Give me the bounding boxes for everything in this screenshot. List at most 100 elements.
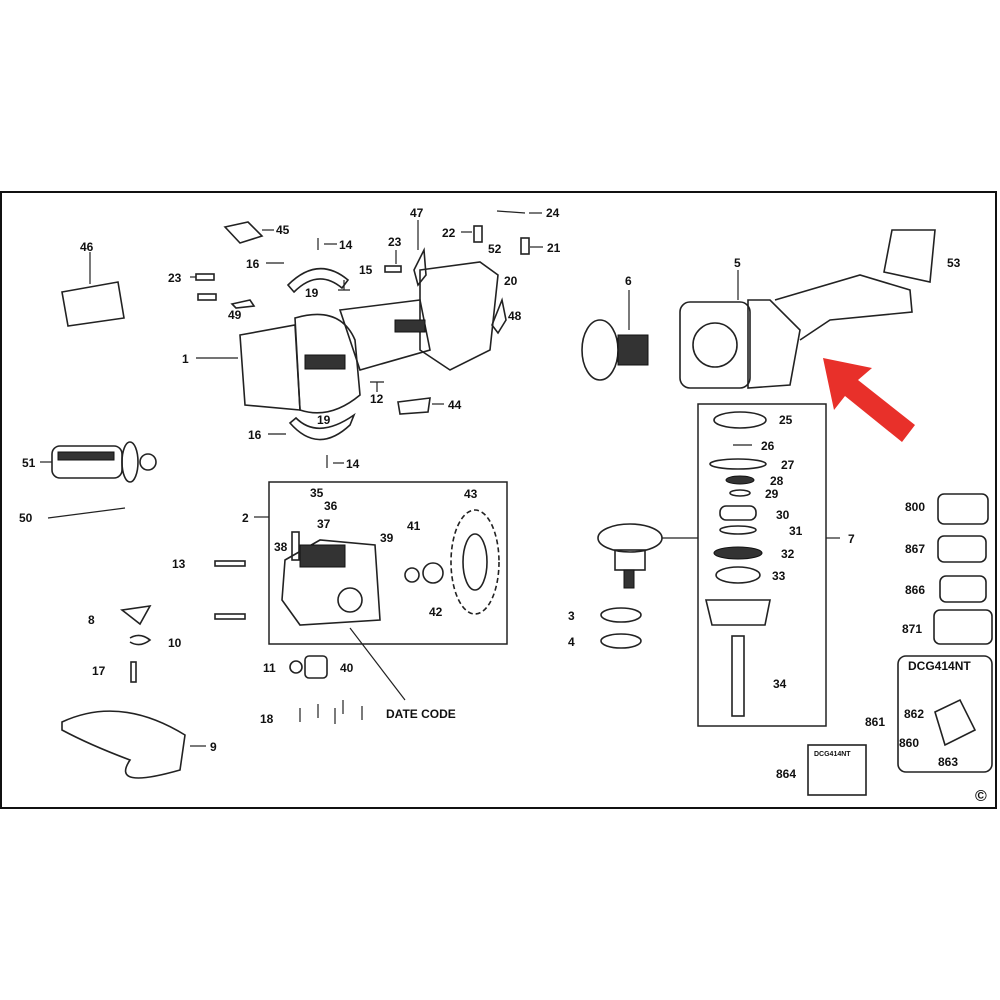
callout-11: 11 [263,661,276,675]
highlight-arrow [823,358,915,442]
part-2-gear-case [281,539,381,626]
part-4-bearing [600,633,642,649]
part-30 [719,505,757,521]
part-2-gear-case-group-box [268,481,508,645]
callout-20: 20 [504,274,518,288]
part-18-screws [299,700,363,724]
dewalt-logo [304,354,346,370]
callout-864: 864 [776,767,796,781]
accessory-866-box [939,575,987,603]
part-13-screw [214,613,246,620]
callout-4: 4 [568,635,575,649]
callout-861: 861 [865,715,885,729]
part-48 [491,297,507,335]
callout-862: 862 [904,707,924,721]
part-50-wrench [47,507,126,519]
callout-871: 871 [902,622,922,636]
part-5-stator-with-wiring [679,270,913,389]
callout-8: 8 [88,613,95,627]
callout-40: 40 [340,661,354,675]
callout-867: 867 [905,542,925,556]
part-11 [289,660,303,674]
case-861-box [897,655,993,773]
callout-12: 12 [370,392,384,406]
callout-19: 19 [305,286,319,300]
callout-9: 9 [210,740,217,754]
callout-14: 14 [346,457,360,471]
part-17 [130,661,137,683]
part-27 [709,458,767,470]
part-32 [713,546,763,560]
accessory-800-box [937,493,989,525]
model-small-label: DCG414NT [814,751,851,758]
part-42 [422,562,444,584]
callout-38: 38 [274,540,288,554]
part-44 [397,397,431,415]
callout-30: 30 [776,508,790,522]
callout-7: 7 [848,532,855,546]
accessory-871-box [933,609,993,645]
callout-33: 33 [772,569,786,583]
callout-labels: 46 45 14 16 19 23 23 47 15 22 24 21 52 2… [19,206,987,805]
part-29 [729,489,751,497]
part-46-label-sheet [61,281,125,327]
part-47 [413,247,427,287]
part-49 [230,299,256,309]
callout-860: 860 [899,736,919,750]
callout-49: 49 [228,308,242,322]
callout-52: 52 [488,242,502,256]
part-31 [719,525,757,535]
part-7-spindle-assembly [597,523,663,589]
callout-26: 26 [761,439,775,453]
part-38 [291,531,300,561]
part-7-spindle-group-box [697,403,827,727]
part-33 [715,566,761,584]
accessory-867-box [937,535,987,563]
callout-866: 866 [905,583,925,597]
callout-47: 47 [410,206,424,220]
callout-24: 24 [546,206,560,220]
callout-2: 2 [242,511,249,525]
part-6-armature [581,290,649,381]
callout-44: 44 [448,398,462,412]
part-28 [725,475,755,485]
part-23-pin [384,265,402,273]
part-16-lower-clip [288,412,356,441]
callout-46: 46 [80,240,94,254]
insert-864-box [807,744,867,796]
part-45 [223,221,264,244]
callout-35: 35 [310,486,324,500]
callout-863: 863 [938,755,958,769]
part-3-bearing [600,607,642,623]
callout-51: 51 [22,456,36,470]
callout-18: 18 [260,712,274,726]
part-43-bevel-gear [450,509,500,615]
part-spindle-bearing-housing [704,599,771,626]
part-8 [120,604,152,626]
kit-box-icon [934,698,977,747]
part-25 [713,411,767,429]
callout-28: 28 [770,474,784,488]
callout-3: 3 [568,609,575,623]
callout-6: 6 [625,274,632,288]
part-15 [338,280,350,291]
callout-17: 17 [92,664,106,678]
part-51-side-handle [51,441,157,483]
callout-39: 39 [380,531,394,545]
part-24 [496,210,526,214]
callout-27: 27 [781,458,795,472]
callout-45: 45 [276,223,290,237]
part-1-gear-housing-and-body [239,261,499,414]
part-21 [520,237,530,255]
callout-5: 5 [734,256,741,270]
part-41 [404,567,420,583]
callout-43: 43 [464,487,478,501]
callout-25: 25 [779,413,793,427]
copyright-symbol: © [975,788,987,805]
callout-1: 1 [182,352,189,366]
part-9-wheel-guard [61,710,186,779]
callout-41: 41 [407,519,421,533]
callout-21: 21 [547,241,561,255]
callout-16: 16 [248,428,262,442]
